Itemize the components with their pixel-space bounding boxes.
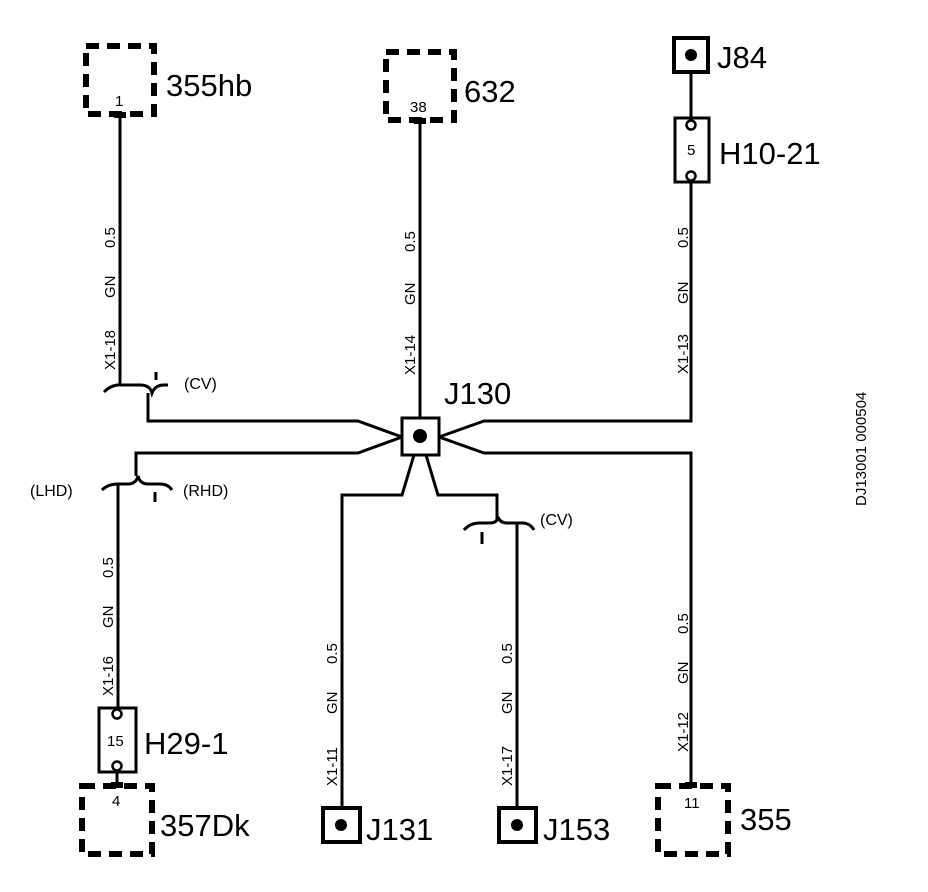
option-cv-top: (CV) [184, 376, 217, 393]
splice-j84-label: J84 [717, 40, 767, 75]
connector-355 [655, 783, 731, 857]
connector-h29-1-pin: 15 [107, 733, 124, 750]
option-rhd: (RHD) [183, 483, 228, 500]
wire-x1-18-terminal: X1-18 [102, 330, 119, 370]
splice-j130-dot [413, 429, 427, 443]
splice-j131 [321, 806, 362, 844]
connector-355-pin: 11 [684, 795, 700, 812]
wire-x1-16-size: 0.5 [100, 557, 117, 578]
connector-355-terminal [685, 782, 697, 788]
wire-x1-11-size: 0.5 [324, 643, 341, 664]
splice-j84 [672, 36, 710, 74]
connector-355hb-label: 355hb [166, 68, 252, 103]
wire-x1-18-color: GN [102, 276, 119, 299]
wire-x1-12-color: GN [675, 662, 692, 685]
connector-h10-21-label: H10-21 [719, 136, 821, 171]
splice-j153-label: J153 [543, 812, 610, 847]
wire-x1-16-color: GN [100, 606, 117, 629]
connector-h29-1-pin-bottom [111, 760, 123, 772]
connector-h29-1-pin-top [111, 708, 123, 720]
splice-j153-dot [511, 819, 523, 831]
wire-x1-12-size: 0.5 [675, 613, 692, 634]
wire-cv-to-j130 [146, 393, 403, 439]
splice-j131-dot [335, 819, 347, 831]
cv-top-switch [102, 383, 168, 399]
connector-357dk-label: 357Dk [160, 808, 250, 843]
wire-x1-17-terminal: X1-17 [499, 746, 516, 786]
option-lhd: (LHD) [30, 483, 73, 500]
option-cv-bottom: (CV) [540, 512, 573, 529]
connector-632-pin: 38 [410, 99, 427, 116]
wire-x1-11-terminal: X1-11 [324, 747, 341, 786]
splice-j84-dot [685, 49, 697, 61]
connector-632 [383, 49, 457, 123]
wire-j130-cv [424, 454, 499, 520]
wire-x1-13 [438, 182, 693, 439]
splice-j130-label: J130 [444, 376, 511, 411]
cv-bottom-switch [462, 516, 536, 532]
lhd-rhd-switch [100, 475, 174, 492]
wire-x1-12-terminal: X1-12 [675, 712, 692, 752]
wire-x1-14-color: GN [402, 283, 419, 306]
connector-357dk [79, 783, 155, 857]
wire-x1-13-color: GN [675, 282, 692, 305]
connector-h10-21-pin-top [685, 119, 697, 131]
connector-h29-1-label: H29-1 [144, 726, 228, 761]
wire-x1-13-size: 0.5 [675, 227, 692, 248]
wire-x1-14-size: 0.5 [402, 231, 419, 252]
wire-x1-18-size: 0.5 [102, 227, 119, 248]
connector-357dk-pin: 4 [112, 793, 120, 810]
wire-x1-17-size: 0.5 [499, 643, 516, 664]
connector-355hb-terminal [114, 112, 126, 118]
wire-x1-16-terminal: X1-16 [100, 656, 117, 696]
connector-632-label: 632 [464, 74, 516, 109]
wire-x1-17-color: GN [499, 692, 516, 715]
drawing-id: DJ13001 000504 [853, 392, 870, 506]
wire-x1-12 [438, 435, 693, 782]
wire-x1-11 [340, 454, 416, 810]
connector-355-label: 355 [740, 802, 792, 837]
splice-j131-label: J131 [366, 812, 433, 847]
wire-x1-11-color: GN [324, 692, 341, 715]
connector-632-terminal [414, 118, 426, 124]
wire-x1-13-terminal: X1-13 [675, 334, 692, 374]
wire-j130-lhd [134, 435, 403, 476]
connector-355hb-pin: 1 [115, 93, 123, 110]
connector-h10-21-pin: 5 [687, 142, 695, 159]
wire-x1-14-terminal: X1-14 [402, 335, 419, 375]
connector-357dk-terminal [111, 782, 123, 788]
connector-h10-21-pin-bottom [685, 170, 697, 182]
